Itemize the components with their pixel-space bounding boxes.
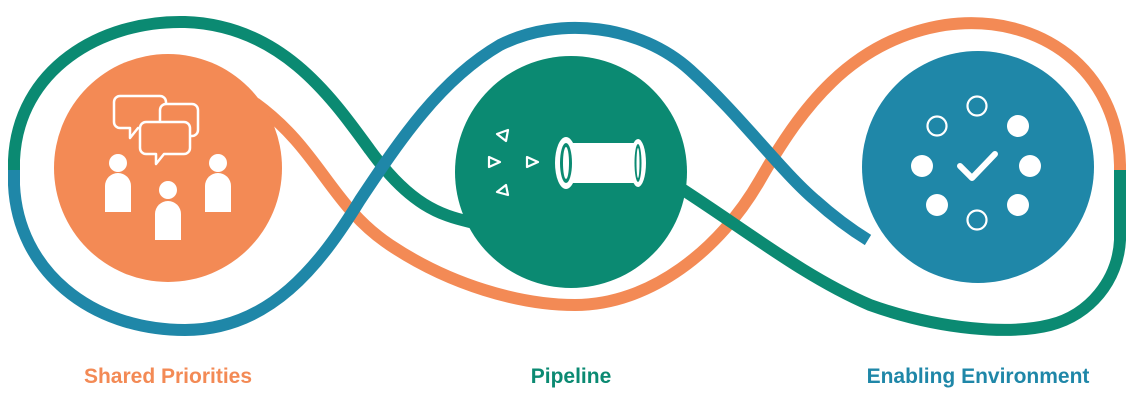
blue-ribbon	[8, 21, 872, 337]
people-discussion-icon	[112, 94, 200, 166]
stage-label-shared-priorities: Shared Priorities	[83, 365, 253, 388]
pipeline-telescope-icon	[487, 128, 540, 197]
people-figures	[105, 154, 231, 240]
checkmark-cycle-icon	[911, 95, 1041, 231]
stage-circles	[54, 51, 1094, 288]
shared-priorities-circle	[54, 54, 282, 282]
orange-ribbon	[251, 17, 1126, 312]
enabling-environment-circle	[862, 51, 1094, 283]
stage-label-pipeline: Pipeline	[530, 365, 612, 388]
stage-label-enabling-environment: Enabling Environment	[866, 365, 1090, 388]
pipeline-tube	[555, 137, 646, 189]
